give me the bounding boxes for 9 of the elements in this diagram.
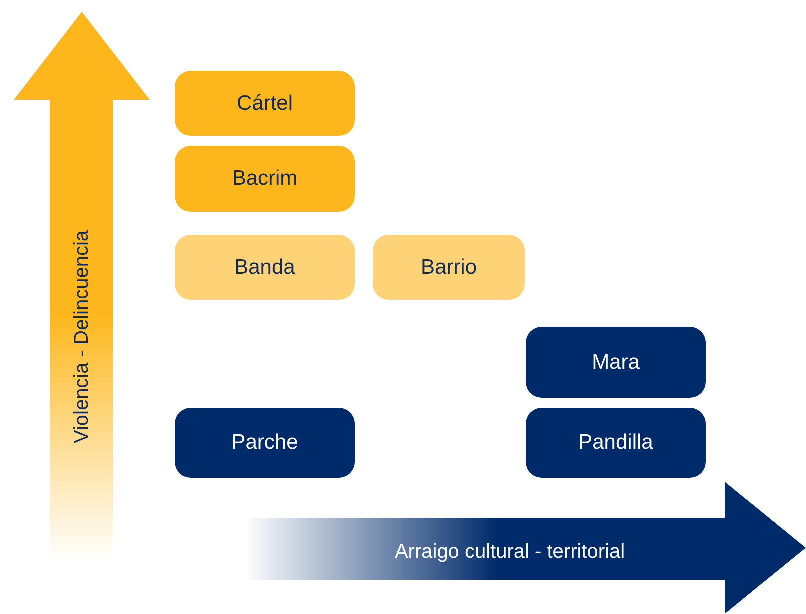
axis-label: Violencia - Delincuencia	[70, 230, 94, 444]
category-box: Pandilla	[526, 408, 706, 478]
category-box: Bacrim	[175, 146, 355, 212]
category-box: Banda	[175, 235, 355, 300]
axis-label: Arraigo cultural - territorial	[394, 540, 626, 565]
category-box: Cártel	[175, 71, 355, 136]
category-box: Mara	[526, 327, 706, 398]
category-box: Barrio	[373, 235, 525, 300]
category-box: Parche	[175, 408, 355, 478]
